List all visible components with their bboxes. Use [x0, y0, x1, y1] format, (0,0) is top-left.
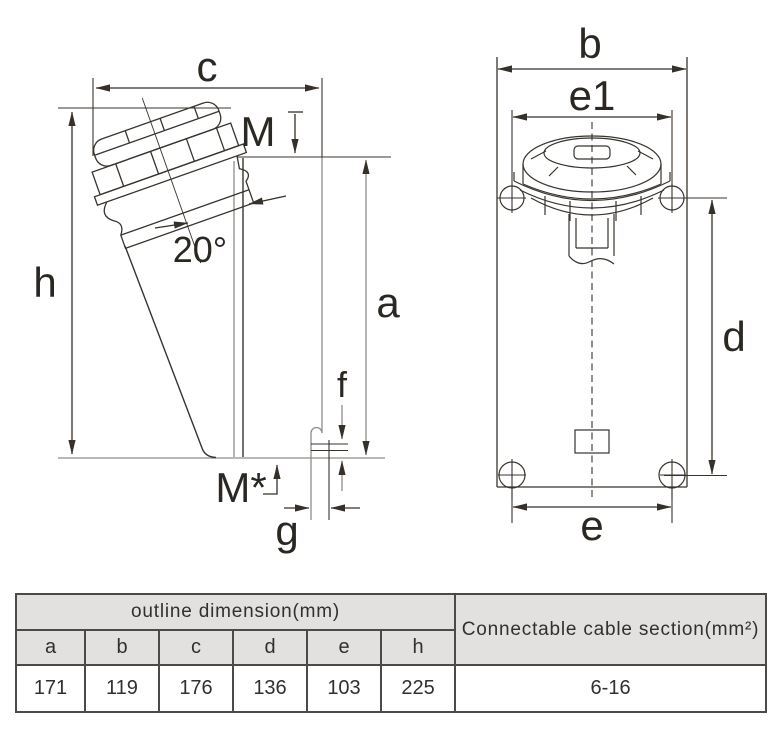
dim-label-h: h — [33, 259, 56, 306]
left-view-thin-lines — [58, 78, 391, 520]
col-label-b: b — [84, 629, 160, 666]
right-view-dimensions — [497, 65, 716, 511]
base-box-outline — [496, 57, 688, 488]
value-e: 103 — [306, 664, 382, 713]
col-label-e: e — [306, 629, 382, 666]
table-header-row: outline dimension(mm) Connectable cable … — [14, 593, 768, 666]
left-view: c h M a f M* g 20° — [33, 43, 400, 554]
dim-arrow-m-star — [263, 464, 281, 495]
value-a: 171 — [15, 664, 86, 713]
knockout-square — [574, 429, 610, 454]
dim-label-f: f — [337, 364, 348, 405]
mounting-holes — [498, 185, 686, 489]
round-cap — [513, 135, 671, 265]
socket-head — [91, 97, 255, 264]
right-view: b e1 d e — [496, 20, 746, 549]
dim-arrow-angle — [154, 221, 189, 229]
col-label-a: a — [15, 629, 86, 666]
dim-label-e1: e1 — [569, 72, 616, 119]
dim-label-b: b — [578, 20, 601, 67]
col-label-c: c — [158, 629, 234, 666]
left-view-dimensions — [68, 84, 370, 512]
col-label-d: d — [232, 629, 308, 666]
cable-section-header: Connectable cable section(mm²) — [454, 593, 768, 666]
dim-label-g: g — [275, 507, 298, 554]
col-label-h: h — [379, 629, 457, 666]
dim-arrow-neck — [248, 195, 287, 205]
right-view-thin-lines — [497, 110, 727, 523]
dim-label-m: M — [241, 108, 276, 155]
dimension-table: outline dimension(mm) Connectable cable … — [14, 593, 768, 713]
cable-section-value: 6-16 — [454, 664, 768, 713]
table-column-row: a b c d e h — [15, 629, 766, 666]
value-h: 225 — [379, 664, 457, 713]
socket-body-outline — [124, 158, 244, 459]
table-value-row: 171 119 176 136 103 225 6-16 — [15, 664, 768, 713]
dim-label-e: e — [580, 502, 603, 549]
value-c: 176 — [158, 664, 234, 713]
value-d: 136 — [232, 664, 308, 713]
technical-drawing: c h M a f M* g 20° — [33, 20, 746, 554]
dim-label-m-star: M* — [215, 464, 266, 511]
dim-label-d: d — [722, 313, 745, 360]
outline-dimension-header: outline dimension(mm) — [14, 593, 457, 631]
dim-label-angle: 20° — [173, 229, 227, 270]
dim-label-c: c — [197, 43, 218, 90]
dim-label-a: a — [376, 279, 400, 326]
value-b: 119 — [84, 664, 160, 713]
